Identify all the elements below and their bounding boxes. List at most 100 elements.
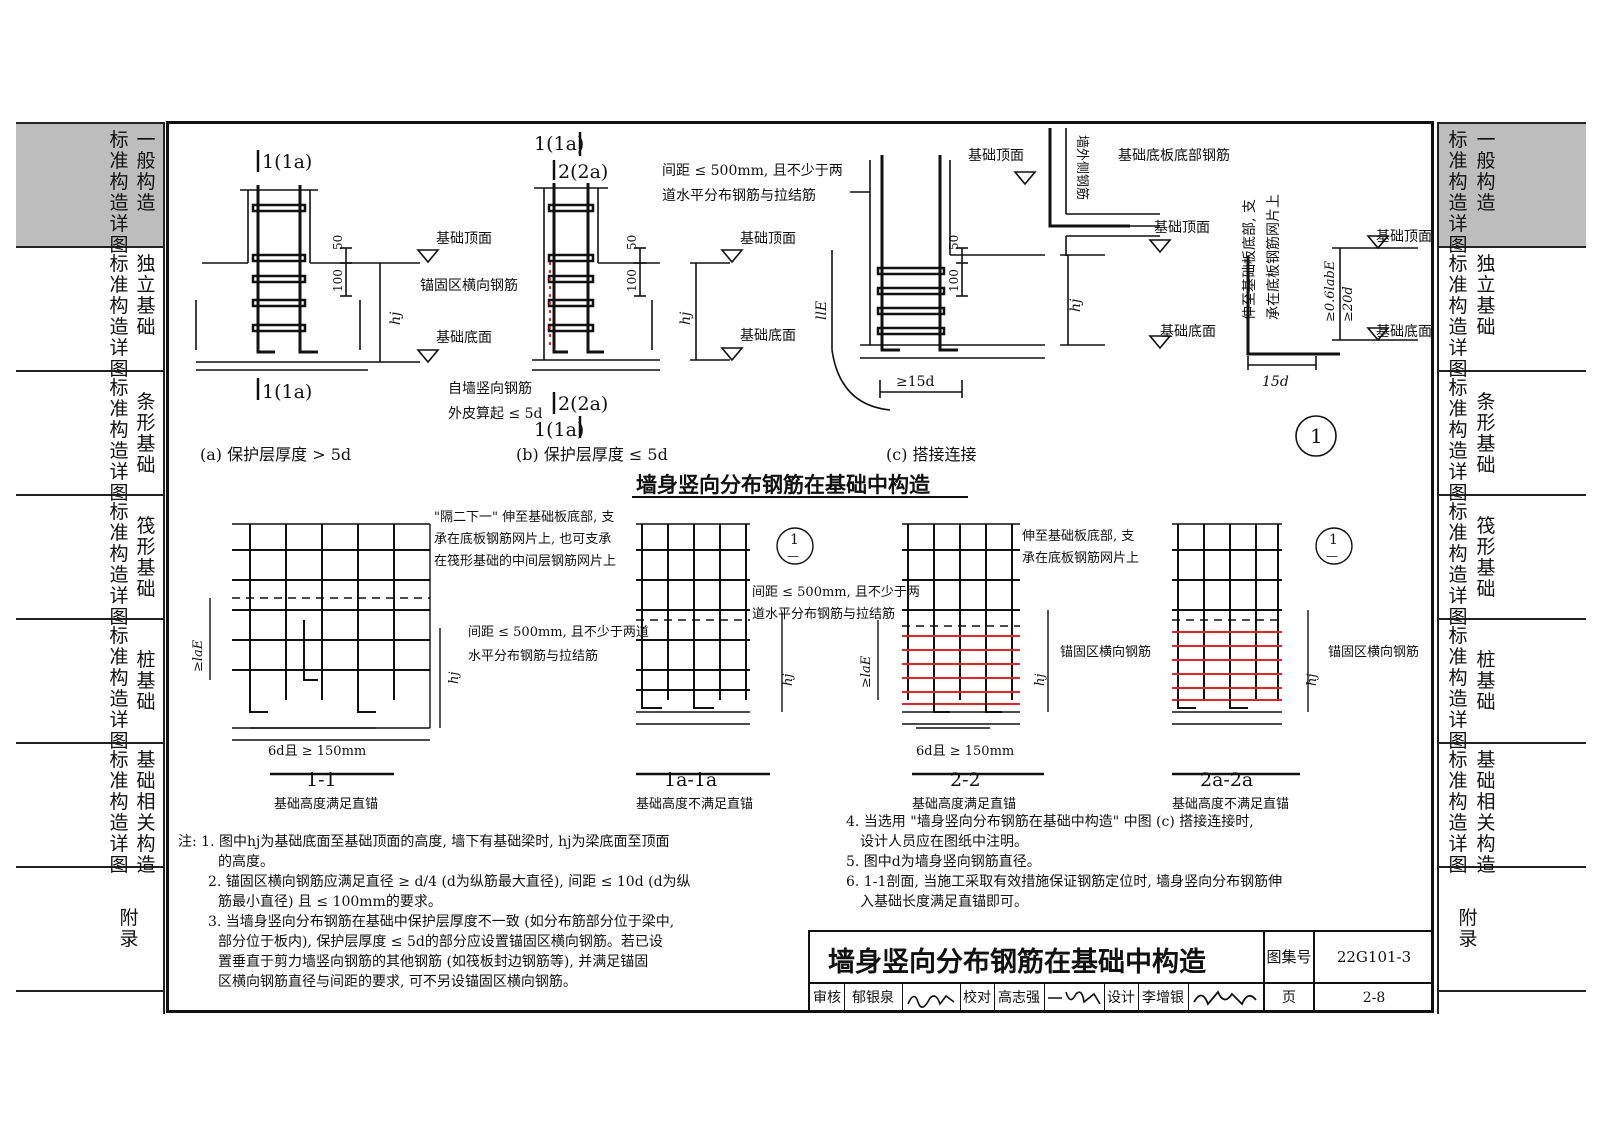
s11-note1-line1: "隔二下一" 伸至基础板底部, 支 (434, 509, 614, 525)
s1a-circle-num: 1 (790, 532, 799, 548)
right-tab-pile-col2: 桩基础 (1476, 649, 1496, 713)
detail-d1-outer-bar-label: 墙外侧钢筋 (1074, 135, 1090, 200)
detail-b-cut-bottom-1: 2(2a) (558, 393, 608, 415)
left-tab-related[interactable]: 标准构造详图 基础相关构造 (16, 744, 163, 876)
detail-b-cut-top-1: 1(1a) (534, 133, 584, 155)
designer-signature (1188, 984, 1265, 1012)
s2a-title: 2a-2a (1200, 769, 1253, 791)
s1a-subtitle: 基础高度不满足直锚 (636, 796, 753, 812)
s11-note2-line1: 间距 ≤ 500mm, 且不少于两道 (468, 625, 649, 640)
right-tab-pile-col1: 标准构造详图 (1448, 625, 1468, 752)
left-tab-raft[interactable]: 标准构造详图 筏形基础 (16, 496, 163, 628)
s1a-note-line1: 间距 ≤ 500mm, 且不少于两 (752, 585, 920, 600)
s22-label-anchor: 锚固区横向钢筋 (1060, 644, 1151, 660)
left-tab-pile-col1: 标准构造详图 (109, 625, 129, 752)
s22-dim-6d: 6d且 ≥ 150mm (916, 744, 1014, 759)
detail-d1-note-line2: 承在底板钢筋网片上 (1265, 194, 1282, 320)
detail-b (532, 132, 744, 438)
detail-d1 (1048, 128, 1418, 457)
checker-signature (1044, 984, 1105, 1012)
left-tab-isolated-col2: 独立基础 (136, 253, 156, 338)
sheet-title: 墙身竖向分布钢筋在基础中构造 (828, 947, 1206, 978)
s22-subtitle: 基础高度满足直锚 (912, 796, 1016, 812)
detail-a-label-anchor: 锚固区横向钢筋 (420, 277, 518, 294)
s2a-dim-hj: hj (1305, 674, 1320, 686)
detail-d1-circle-label: 1 (1310, 424, 1323, 448)
detail-c-dim-15d: ≥15d (896, 374, 935, 390)
detail-b-note-line2: 外皮算起 ≤ 5d (448, 406, 543, 422)
detail-a-dim-hj: hj (388, 311, 404, 325)
note-3-line1: 3. 当墙身竖向分布钢筋在基础中保护层厚度不一致 (如分布筋部分位于梁中, (208, 914, 675, 930)
s1a-circle-den: — (787, 549, 799, 563)
section-2-2 (877, 523, 1049, 776)
left-tab-raft-col1: 标准构造详图 (109, 501, 129, 628)
checker-name: 高志强 (994, 984, 1045, 1012)
right-tab-isolated-col1: 标准构造详图 (1448, 253, 1468, 380)
detail-c-note-line2: 道水平分布钢筋与拉结筋 (662, 187, 816, 204)
s11-title: 1-1 (306, 769, 337, 791)
detail-c-note-line1: 间距 ≤ 500mm, 且不少于两 (662, 163, 843, 179)
detail-d1-label-top-2: 基础顶面 (1376, 228, 1432, 245)
note-4-line1: 4. 当选用 "墙身竖向分布钢筋在基础中构造" 中图 (c) 搭接连接时, (846, 814, 1254, 830)
right-tab-appendix[interactable]: 附录 (1439, 868, 1586, 992)
detail-c-dim-50: 50 (947, 235, 961, 250)
left-tab-strip[interactable]: 标准构造详图 条形基础 (16, 372, 163, 504)
right-tab-strip-col1: 标准构造详图 (1448, 377, 1468, 504)
detail-b-note-line1: 自墙竖向钢筋 (448, 380, 532, 397)
detail-a-dim-100: 100 (331, 269, 345, 292)
left-tab-general[interactable]: 标准构造详图 一般构造 (16, 124, 163, 256)
right-tab-pile[interactable]: 标准构造详图 桩基础 (1439, 620, 1586, 752)
left-sidebar: 标准构造详图 一般构造 标准构造详图 独立基础 标准构造详图 条形基础 标准构造… (16, 122, 165, 1014)
detail-b-dim-50: 50 (625, 235, 639, 250)
right-tab-isolated[interactable]: 标准构造详图 独立基础 (1439, 248, 1586, 380)
drawing-frame (166, 121, 1434, 1013)
note-5: 5. 图中d为墙身竖向钢筋直径。 (846, 854, 1041, 870)
detail-d1-dim-20d: ≥20d (1341, 286, 1356, 322)
left-tab-general-col2: 一般构造 (136, 129, 156, 214)
detail-d1-label-bottom: 基础底面 (1376, 323, 1432, 340)
left-tab-strip-col2: 条形基础 (136, 391, 156, 476)
right-tab-related[interactable]: 标准构造详图 基础相关构造 (1439, 744, 1586, 876)
check-label: 校对 (960, 984, 995, 1012)
s11-note2-line2: 水平分布钢筋与拉结筋 (468, 648, 598, 664)
left-tab-appendix[interactable]: 附录 (16, 868, 163, 992)
right-tab-general-col1: 标准构造详图 (1448, 129, 1468, 256)
left-tab-related-col1: 标准构造详图 (109, 749, 129, 876)
left-tab-appendix-label: 附录 (119, 907, 139, 950)
notes-prefix: 注: (178, 834, 197, 850)
right-tab-strip[interactable]: 标准构造详图 条形基础 (1439, 372, 1586, 504)
s22-note-line2: 承在底板钢筋网片上 (1022, 550, 1139, 566)
detail-a-cut-top: 1(1a) (262, 151, 312, 173)
note-2-line2: 筋最小直径) 且 ≤ 100mm的要求。 (218, 894, 442, 910)
notes-left: 注: 1. 图中hj为基础底面至基础顶面的高度, 墙下有基础梁时, hj为梁底面… (178, 832, 790, 992)
review-label: 审核 (810, 984, 845, 1012)
detail-a (195, 150, 440, 400)
left-tab-pile-col2: 桩基础 (136, 649, 156, 713)
note-6-line1: 6. 1-1剖面, 当施工采取有效措施保证钢筋定位时, 墙身竖向分布钢筋伸 (846, 874, 1283, 890)
detail-b-cut-bottom-2: 1(1a) (534, 419, 584, 441)
right-tab-related-col2: 基础相关构造 (1476, 749, 1496, 876)
s2a-label-anchor: 锚固区横向钢筋 (1328, 644, 1419, 660)
title-cell: 墙身竖向分布钢筋在基础中构造 (810, 932, 1265, 984)
note-6-line2: 入基础长度满足直锚即可。 (860, 894, 1028, 910)
left-tab-pile[interactable]: 标准构造详图 桩基础 (16, 620, 163, 752)
detail-a-cut-bottom: 1(1a) (262, 381, 312, 403)
detail-d1-note-line1: 伸至基础板底部, 支 (1241, 199, 1258, 320)
detail-b-label-top: 基础顶面 (740, 230, 796, 247)
section-title: 墙身竖向分布钢筋在基础中构造 (636, 472, 931, 497)
atlas-label: 图集号 (1265, 932, 1315, 984)
s1a-title: 1a-1a (664, 769, 717, 791)
right-tab-general[interactable]: 标准构造详图 一般构造 (1439, 124, 1586, 256)
right-tab-raft[interactable]: 标准构造详图 筏形基础 (1439, 496, 1586, 628)
detail-c-dim-hj: hj (1068, 298, 1084, 312)
right-tab-general-col2: 一般构造 (1476, 129, 1496, 214)
detail-c-label-bottom: 基础底面 (1160, 323, 1216, 340)
atlas-number: 22G101-3 (1315, 932, 1433, 984)
section-2a-2a (1172, 523, 1353, 776)
title-block: 墙身竖向分布钢筋在基础中构造 图集号 22G101-3 审核 郁银泉 校对 高志… (808, 930, 1433, 1012)
left-tab-isolated-col1: 标准构造详图 (109, 253, 129, 380)
right-tab-strip-col2: 条形基础 (1476, 391, 1496, 476)
left-tab-isolated[interactable]: 标准构造详图 独立基础 (16, 248, 163, 380)
note-3-line4: 区横向钢筋直径与间距的要求, 可不另设锚固区横向钢筋。 (218, 974, 577, 990)
detail-d1-dim-06: ≥0.6labE (1323, 260, 1338, 322)
